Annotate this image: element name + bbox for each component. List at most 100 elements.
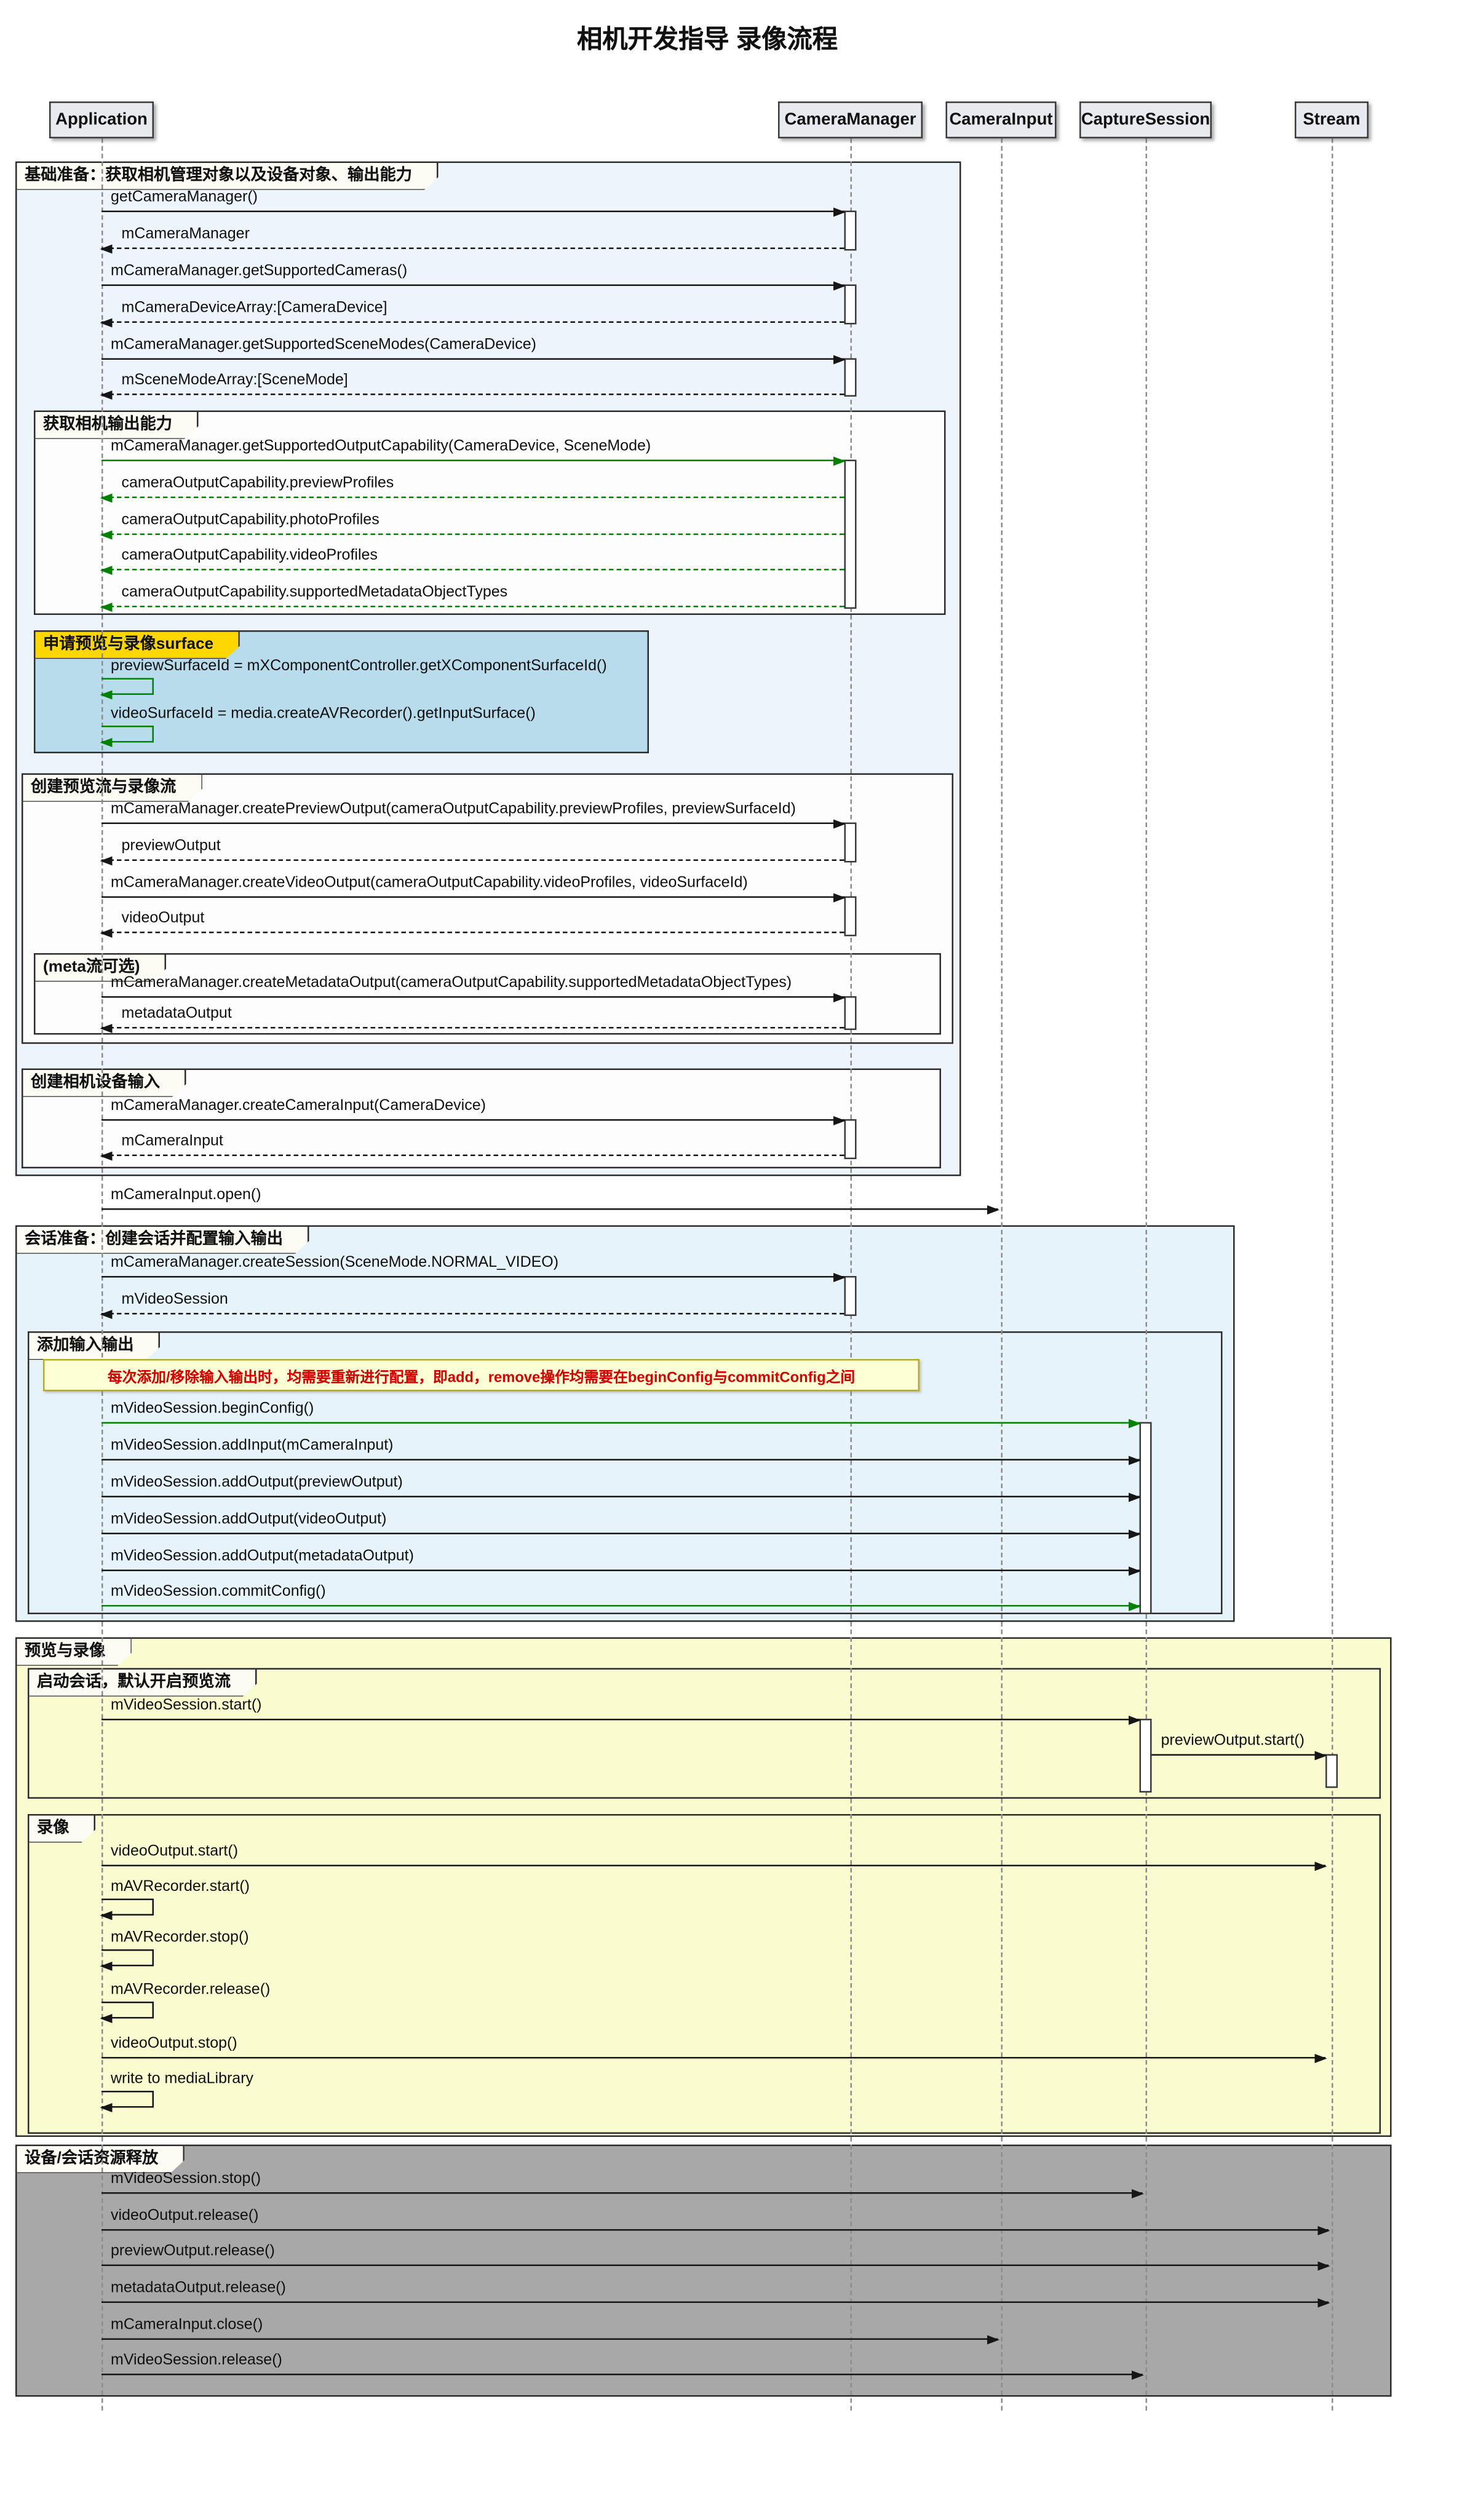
- frame-output-capability-label: 获取相机输出能力: [34, 411, 199, 439]
- arrow-return: [100, 390, 844, 400]
- lifeline-camera-manager: [850, 138, 852, 2411]
- arrow-right: [101, 207, 846, 217]
- self-arrow: [100, 2091, 154, 2113]
- participant-capture-session: CaptureSession: [1079, 101, 1212, 138]
- activation-bar: [844, 1276, 857, 1316]
- arrow-return: [100, 493, 844, 503]
- self-arrow: [100, 678, 154, 700]
- message-label: mCameraManager.getSupportedSceneModes(Ca…: [111, 336, 537, 354]
- activation-bar: [844, 358, 857, 397]
- arrow-right: [101, 1602, 1141, 1611]
- message-label: previewOutput.release(): [111, 2243, 275, 2260]
- frame-basic-prep-label: 基础准备：获取相机管理对象以及设备对象、输出能力: [15, 162, 439, 190]
- self-arrow: [100, 2002, 154, 2024]
- message-label: videoOutput.release(): [111, 2208, 259, 2225]
- message-label: mCameraManager.createMetadataOutput(came…: [111, 975, 792, 992]
- message-label: mCameraInput.open(): [111, 1187, 261, 1204]
- activation-bar: [844, 459, 857, 609]
- config-note-text: 每次添加/移除输入输出时，均需要重新进行配置，即add，remove操作均需要在…: [107, 1369, 856, 1386]
- message-label: mAVRecorder.stop(): [111, 1929, 249, 1947]
- arrow-right: [101, 2054, 1327, 2063]
- arrow-return: [100, 530, 844, 540]
- participant-camera-manager: CameraManager: [778, 101, 923, 138]
- frame-create-input: 创建相机设备输入: [22, 1068, 941, 1168]
- frame-preview-record-label: 预览与录像: [15, 1638, 132, 1666]
- participant-camera-input: CameraInput: [945, 101, 1057, 138]
- arrow-right: [101, 1419, 1141, 1428]
- frame-release: 设备/会话资源释放: [15, 2144, 1392, 2397]
- message-label: mAVRecorder.start(): [111, 1879, 250, 1896]
- message-label: getCameraManager(): [111, 189, 258, 207]
- arrow-right: [1151, 1751, 1327, 1761]
- arrow-right: [101, 2298, 1330, 2308]
- frame-release-label: 设备/会话资源释放: [15, 2145, 185, 2173]
- message-label: videoSurfaceId = media.createAVRecorder(…: [111, 705, 536, 723]
- message-label: mCameraManager.getSupportedOutputCapabil…: [111, 438, 651, 456]
- arrow-return: [100, 1151, 844, 1161]
- frame-record-label: 录像: [28, 1814, 95, 1842]
- self-arrow: [100, 1949, 154, 1971]
- message-label: mVideoSession: [121, 1291, 228, 1309]
- lifeline-application: [101, 138, 103, 2411]
- arrow-right: [101, 893, 846, 903]
- frame-record: 录像: [28, 1814, 1381, 2134]
- message-label: mCameraInput: [121, 1133, 223, 1151]
- frame-preview-record: 预览与录像: [15, 1637, 1392, 2137]
- frame-session-prep: 会话准备：创建会话并配置输入输出: [15, 1225, 1235, 1622]
- activation-bar: [844, 284, 857, 325]
- arrow-return: [100, 244, 844, 254]
- arrow-right: [101, 456, 846, 466]
- message-label: mVideoSession.addInput(mCameraInput): [111, 1437, 394, 1455]
- activation-bar: [1139, 1719, 1152, 1793]
- arrow-right: [101, 1492, 1141, 1502]
- lifeline-camera-input: [1001, 138, 1003, 2411]
- arrow-right: [101, 1273, 846, 1282]
- message-label: mCameraDeviceArray:[CameraDevice]: [121, 299, 387, 317]
- message-label: cameraOutputCapability.supportedMetadata…: [121, 584, 508, 601]
- message-label: mCameraManager.createCameraInput(CameraD…: [111, 1098, 486, 1115]
- message-label: mVideoSession.commitConfig(): [111, 1583, 326, 1601]
- arrow-return: [100, 1310, 844, 1319]
- frame-start-session-label: 启动会话，默认开启预览流: [28, 1668, 257, 1697]
- message-label: metadataOutput: [121, 1005, 232, 1023]
- message-label: mCameraInput.close(): [111, 2316, 263, 2334]
- arrow-right: [101, 2226, 1330, 2235]
- arrow-return: [100, 929, 844, 938]
- message-label: cameraOutputCapability.videoProfiles: [121, 547, 378, 565]
- frame-request-surface: 申请预览与录像surface: [34, 630, 649, 753]
- arrow-right: [101, 1116, 846, 1125]
- activation-bar: [844, 1119, 857, 1159]
- message-label: videoOutput.stop(): [111, 2035, 237, 2053]
- message-label: previewSurfaceId = mXComponentController…: [111, 658, 607, 675]
- participant-stream: Stream: [1295, 101, 1369, 138]
- activation-bar: [844, 996, 857, 1030]
- frame-output-capability: 获取相机输出能力: [34, 410, 946, 615]
- arrow-right: [101, 1861, 1327, 1871]
- arrow-return: [100, 318, 844, 328]
- arrow-right: [101, 1566, 1141, 1576]
- arrow-right: [101, 1529, 1141, 1539]
- message-label: mVideoSession.addOutput(previewOutput): [111, 1474, 403, 1492]
- arrow-right: [101, 2261, 1330, 2271]
- message-label: mVideoSession.beginConfig(): [111, 1400, 314, 1418]
- arrow-right: [101, 355, 846, 365]
- message-label: mVideoSession.stop(): [111, 2171, 261, 2188]
- message-label: mCameraManager: [121, 226, 250, 244]
- activation-bar: [844, 822, 857, 863]
- message-label: mVideoSession.addOutput(metadataOutput): [111, 1548, 414, 1566]
- frame-meta-optional: (meta流可选): [34, 953, 941, 1035]
- diagram-title: 相机开发指导 录像流程: [577, 26, 838, 54]
- self-arrow: [100, 1898, 154, 1920]
- self-arrow: [100, 726, 154, 748]
- frame-session-prep-label: 会话准备：创建会话并配置输入输出: [15, 1226, 309, 1254]
- message-label: mVideoSession.start(): [111, 1697, 262, 1714]
- participant-application: Application: [49, 101, 154, 138]
- frame-add-io-label: 添加输入输出: [28, 1331, 160, 1360]
- arrow-right: [101, 1205, 999, 1214]
- activation-bar: [1139, 1422, 1152, 1614]
- frame-create-streams: 创建预览流与录像流: [22, 773, 953, 1044]
- lifeline-stream: [1332, 138, 1333, 2411]
- arrow-right: [101, 1456, 1141, 1465]
- message-label: videoOutput: [121, 910, 205, 927]
